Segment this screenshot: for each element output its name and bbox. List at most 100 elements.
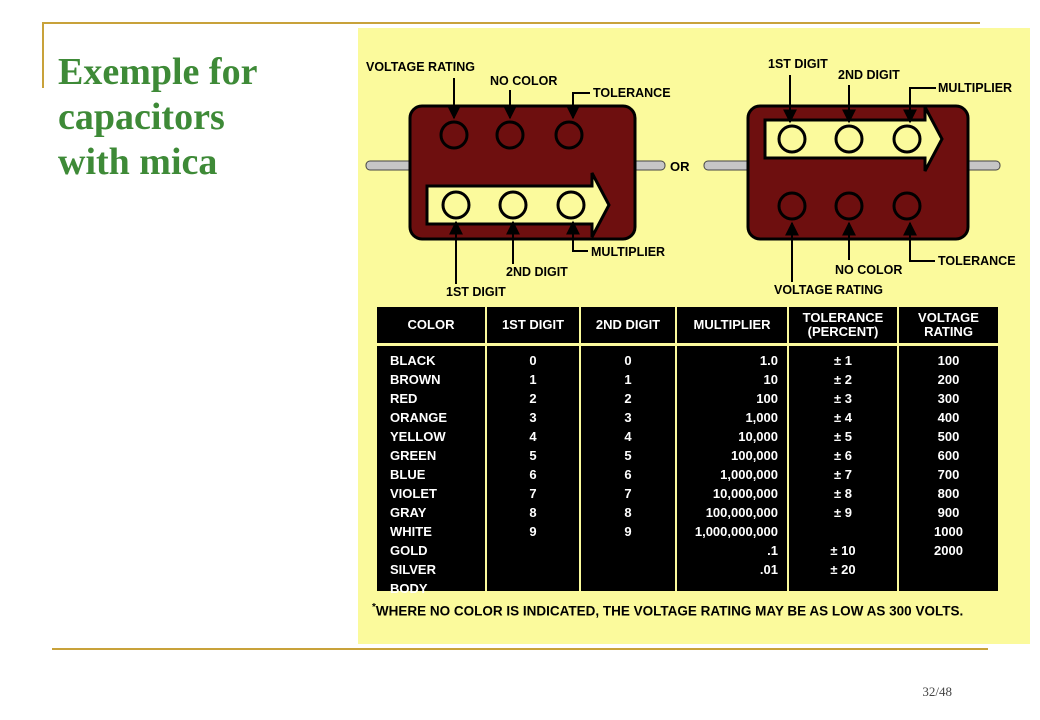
- color-code-table: COLOR 1ST DIGIT 2ND DIGIT MULTIPLIER TOL…: [374, 304, 1001, 596]
- table-cell: 1,000: [745, 410, 778, 425]
- table-cell: 6: [529, 467, 537, 482]
- table-cell: WHITE: [390, 524, 432, 539]
- first-digit-label: 1ST DIGIT: [768, 57, 828, 71]
- table-cell: 600: [937, 448, 960, 463]
- table-cell: [487, 541, 579, 560]
- voltage-rating-label: VOLTAGE RATING: [774, 283, 883, 297]
- second-digit-label: 2ND DIGIT: [838, 68, 900, 82]
- header-first-digit: 1ST DIGIT: [501, 317, 565, 332]
- table-cell: 1: [529, 372, 537, 387]
- table-cell: ± 2: [834, 372, 852, 387]
- color-dot: [498, 190, 528, 220]
- table-cell: 200: [937, 372, 960, 387]
- color-dot: [777, 191, 807, 221]
- table-cell: SILVER: [390, 562, 436, 577]
- table-cell: [677, 579, 778, 598]
- color-dot: [441, 190, 471, 220]
- table-cell: 10,000: [738, 429, 778, 444]
- table-cell: 9: [624, 524, 632, 539]
- voltage-rating-label: VOLTAGE RATING: [366, 60, 475, 74]
- table-cell: ± 9: [834, 505, 852, 520]
- page-number: 32/48: [922, 684, 952, 699]
- table-cell: ± 4: [834, 410, 852, 425]
- table-cell: ± 3: [834, 391, 852, 406]
- column-divider: [485, 307, 487, 591]
- table-header-row: COLOR 1ST DIGIT 2ND DIGIT MULTIPLIER TOL…: [377, 307, 998, 346]
- tolerance-column: ± 1± 2± 3± 4± 5± 6± 7± 8± 9± 10± 20: [789, 351, 897, 598]
- table-cell: YELLOW: [390, 429, 446, 444]
- column-divider: [579, 307, 581, 591]
- table-cell: .01: [759, 562, 778, 577]
- left-capacitor: VOLTAGE RATING NO COLOR TOLERANCE MULTIP…: [365, 60, 671, 299]
- right-capacitor: 1ST DIGIT 2ND DIGIT MULTIPLIER NO COLOR …: [703, 57, 1016, 297]
- table-cell: 100: [756, 391, 778, 406]
- table-cell: 5: [529, 448, 537, 463]
- table-cell: 0: [529, 353, 537, 368]
- table-cell: 2: [529, 391, 537, 406]
- table-cell: 5: [624, 448, 632, 463]
- color-dot: [777, 124, 807, 154]
- header-tolerance: TOLERANCE (PERCENT): [802, 310, 884, 339]
- pointer-line: [903, 87, 936, 124]
- column-divider: [787, 307, 789, 591]
- table-cell: BROWN: [390, 372, 441, 387]
- table-cell: [487, 560, 579, 579]
- lead-wire: [365, 160, 414, 171]
- no-color-label: NO COLOR: [490, 74, 557, 88]
- bottom-rule: [52, 648, 988, 650]
- color-dot: [556, 190, 586, 220]
- table-cell: 1000: [934, 524, 963, 539]
- table-cell: 700: [937, 467, 960, 482]
- table-cell: ± 10: [830, 543, 856, 558]
- capacitor-diagram: VOLTAGE RATING NO COLOR TOLERANCE MULTIP…: [365, 57, 1016, 299]
- header-second-digit: 2ND DIGIT: [595, 317, 661, 332]
- table-cell: 7: [624, 486, 632, 501]
- table-cell: BODY: [390, 581, 428, 596]
- or-label: OR: [670, 159, 690, 174]
- table-cell: 100,000,000: [705, 505, 778, 520]
- table-cell: 1: [624, 372, 632, 387]
- tolerance-label: TOLERANCE: [938, 254, 1016, 268]
- header-voltage-rating: VOLTAGE RATING: [918, 310, 979, 339]
- table-cell: [899, 579, 998, 598]
- top-rule: [42, 22, 980, 24]
- table-cell: 4: [529, 429, 537, 444]
- table-cell: 400: [937, 410, 960, 425]
- color-dot: [834, 124, 864, 154]
- color-dot: [892, 124, 922, 154]
- table-cell: 7: [529, 486, 537, 501]
- table-cell: GRAY: [390, 505, 427, 520]
- table-cell: 500: [937, 429, 960, 444]
- title-line: capacitors: [58, 96, 225, 138]
- table-cell: 100: [937, 353, 960, 368]
- table-cell: ± 7: [834, 467, 852, 482]
- table-cell: [789, 579, 897, 598]
- pointer-line: [566, 92, 590, 120]
- table-cell: ± 5: [834, 429, 852, 444]
- multiplier-label: MULTIPLIER: [938, 81, 1012, 95]
- tolerance-label: TOLERANCE: [593, 86, 671, 100]
- table-cell: 1.0: [759, 353, 778, 368]
- table-cell: [487, 579, 579, 598]
- table-cell: 1,000,000: [720, 467, 778, 482]
- table-cell: VIOLET: [390, 486, 437, 501]
- table-cell: ± 8: [834, 486, 852, 501]
- footnote-marker: *: [372, 602, 376, 613]
- column-divider: [897, 307, 899, 591]
- left-rule: [42, 22, 44, 88]
- table-cell: 6: [624, 467, 632, 482]
- table-cell: [581, 541, 675, 560]
- table-cell: 10,000,000: [712, 486, 778, 501]
- table-cell: 2: [624, 391, 632, 406]
- table-cell: RED: [390, 391, 418, 406]
- color-dot: [892, 191, 922, 221]
- column-divider: [675, 307, 677, 591]
- color-dot: [834, 191, 864, 221]
- table-cell: [789, 522, 897, 541]
- table-cell: [581, 579, 675, 598]
- table-cell: ± 1: [834, 353, 852, 368]
- no-color-label: NO COLOR: [835, 263, 902, 277]
- color-dot: [439, 120, 469, 150]
